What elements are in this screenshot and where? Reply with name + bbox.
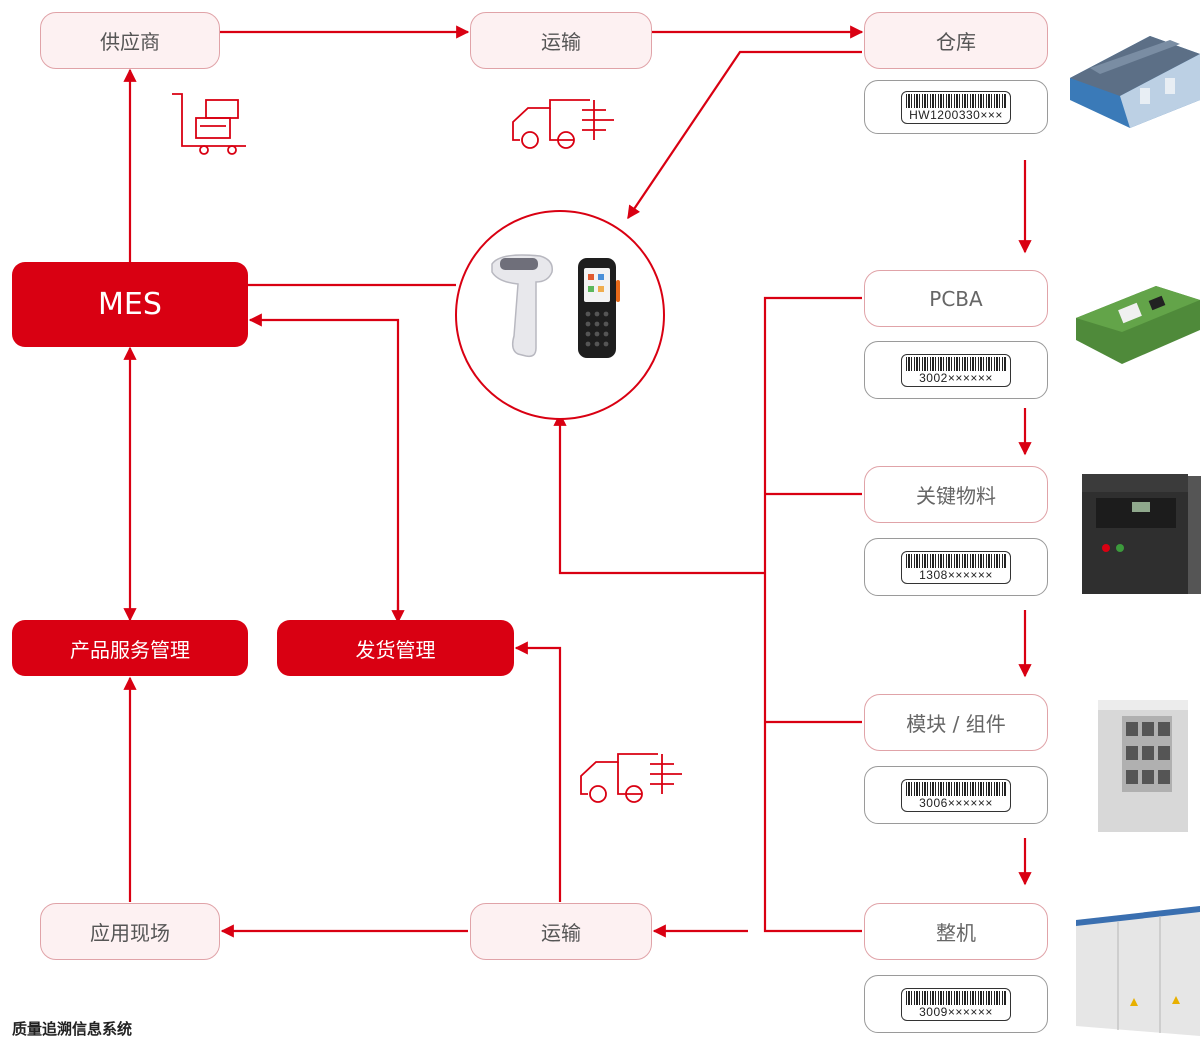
barcode-complete-machine: 3009×××××× [864, 975, 1048, 1033]
switchgear-module-image [1098, 700, 1188, 832]
barcode-scanner-icon [491, 254, 553, 358]
warehouse-image [1070, 36, 1200, 128]
truck-icon [512, 99, 614, 149]
barcode-warehouse: HW1200330××× [864, 80, 1048, 134]
barcode-bars [906, 553, 1006, 568]
diagram-caption: 质量追溯信息系统 [12, 1020, 133, 1038]
node-shipping-label: 发货管理 [355, 637, 436, 662]
barcode-bars [906, 93, 1006, 108]
barcode-pcba: 3002×××××× [864, 341, 1048, 399]
node-warehouse-label: 仓库 [936, 30, 976, 54]
node-supplier-label: 供应商 [100, 30, 160, 54]
arrow-production-to-scanner [553, 412, 765, 575]
barcode-bars [906, 781, 1006, 796]
barcode-label: 3009×××××× [901, 987, 1011, 1021]
node-pcba-label: PCBA [929, 286, 983, 311]
node-pcba[interactable]: PCBA [864, 270, 1048, 327]
cart-icon [172, 93, 246, 155]
node-module-label: 模块 / 组件 [906, 712, 1006, 736]
barcode-bars [906, 356, 1006, 371]
node-transport-bottom[interactable]: 运输 [470, 903, 652, 960]
node-product-service-label: 产品服务管理 [70, 637, 190, 662]
truck-icon [580, 753, 682, 803]
barcode-code: 3009×××××× [919, 1004, 993, 1019]
scanner-circle [455, 210, 665, 420]
cabinet-image [1076, 906, 1200, 1036]
barcode-module: 3006×××××× [864, 766, 1048, 824]
node-warehouse[interactable]: 仓库 [864, 12, 1048, 69]
handheld-terminal-icon [578, 258, 620, 358]
node-application-site-label: 应用现场 [90, 921, 170, 945]
barcode-code: 3006×××××× [919, 795, 993, 810]
barcode-code: 3002×××××× [919, 370, 993, 385]
barcode-label: 3002×××××× [901, 353, 1011, 387]
line-production-collector [763, 296, 862, 933]
barcode-bars [906, 990, 1006, 1005]
barcode-label: HW1200330××× [901, 90, 1011, 124]
barcode-label: 3006×××××× [901, 778, 1011, 812]
node-supplier[interactable]: 供应商 [40, 12, 220, 69]
node-shipping[interactable]: 发货管理 [277, 620, 514, 676]
node-transport-bottom-label: 运输 [541, 921, 581, 945]
node-key-material[interactable]: 关键物料 [864, 466, 1048, 523]
node-module[interactable]: 模块 / 组件 [864, 694, 1048, 751]
barcode-label: 1308×××××× [901, 550, 1011, 584]
barcode-key-material: 1308×××××× [864, 538, 1048, 596]
node-transport-top-label: 运输 [541, 30, 581, 54]
node-key-material-label: 关键物料 [916, 484, 996, 508]
arrow-warehouse-to-scanner [627, 50, 862, 220]
barcode-code: 1308×××××× [919, 567, 993, 582]
node-complete-machine-label: 整机 [936, 921, 976, 945]
circuit-breaker-image [1082, 474, 1201, 594]
node-complete-machine[interactable]: 整机 [864, 903, 1048, 960]
node-transport-top[interactable]: 运输 [470, 12, 652, 69]
node-mes[interactable]: MES [12, 262, 248, 347]
node-application-site[interactable]: 应用现场 [40, 903, 220, 960]
node-product-service[interactable]: 产品服务管理 [12, 620, 248, 676]
pcba-board-image [1076, 286, 1200, 364]
arrow-shipping-to-mes [248, 313, 400, 622]
barcode-code: HW1200330××× [909, 107, 1003, 122]
node-mes-label: MES [98, 287, 162, 322]
arrow-transport-to-shipping [514, 641, 562, 902]
